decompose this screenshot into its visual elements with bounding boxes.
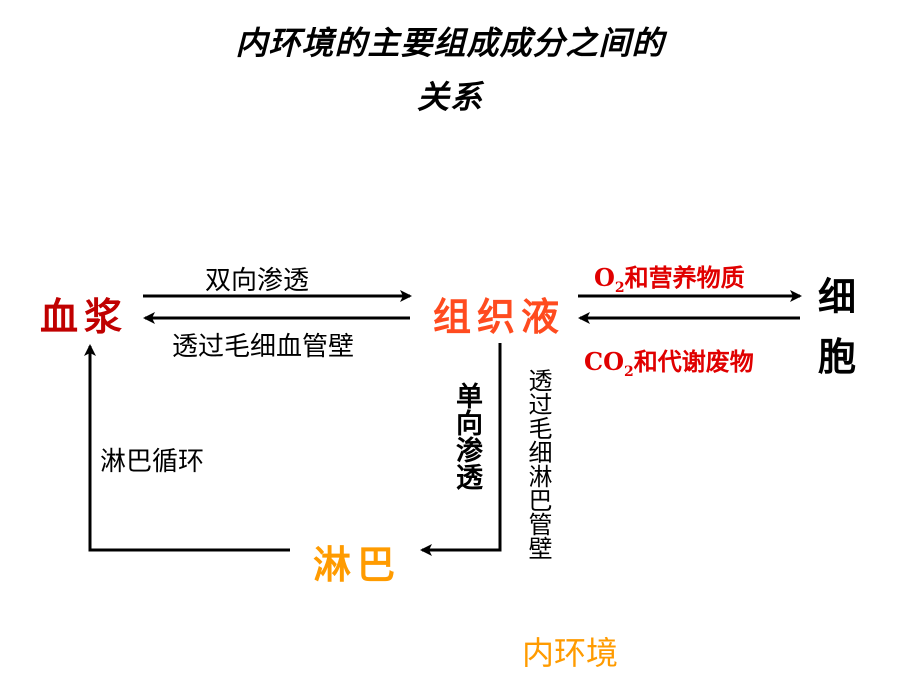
node-lymph: 淋巴 — [313, 543, 402, 587]
o2-symbol: O — [594, 263, 615, 292]
node-cell-line2: 胞 — [818, 335, 857, 379]
label-plasma-to-tissue: 双向渗透 — [205, 266, 310, 296]
arrow-lymph-to-plasma — [84, 344, 290, 552]
label-lymph-circulation: 淋巴循环 — [100, 447, 205, 477]
node-cell-line1: 细 — [818, 275, 857, 319]
label-o2-nutrients: O2和营养物质 — [594, 258, 745, 296]
label-co2-waste: CO2和代谢废物 — [584, 342, 754, 380]
arrow-tissue-to-lymph — [420, 343, 502, 556]
co2-text: 和代谢废物 — [633, 347, 754, 376]
label-tissue-to-plasma: 透过毛细血管壁 — [172, 332, 355, 362]
node-plasma: 血浆 — [40, 295, 129, 339]
co2-symbol: CO — [584, 347, 625, 376]
o2-text: 和营养物质 — [624, 263, 745, 292]
o2-subscript: 2 — [614, 279, 625, 296]
co2-subscript: 2 — [624, 363, 634, 380]
page-title-line2: 关系 — [416, 78, 483, 116]
label-tissue-to-lymph: 单向渗透 — [451, 382, 482, 490]
page-title-line1: 内环境的主要组成成分之间的 — [235, 24, 665, 62]
footer-internal-environment: 内环境 — [522, 634, 619, 672]
label-lymph-capillary-wall: 透过毛细淋巴管壁 — [524, 368, 552, 560]
node-tissue-fluid: 组织液 — [433, 295, 566, 339]
